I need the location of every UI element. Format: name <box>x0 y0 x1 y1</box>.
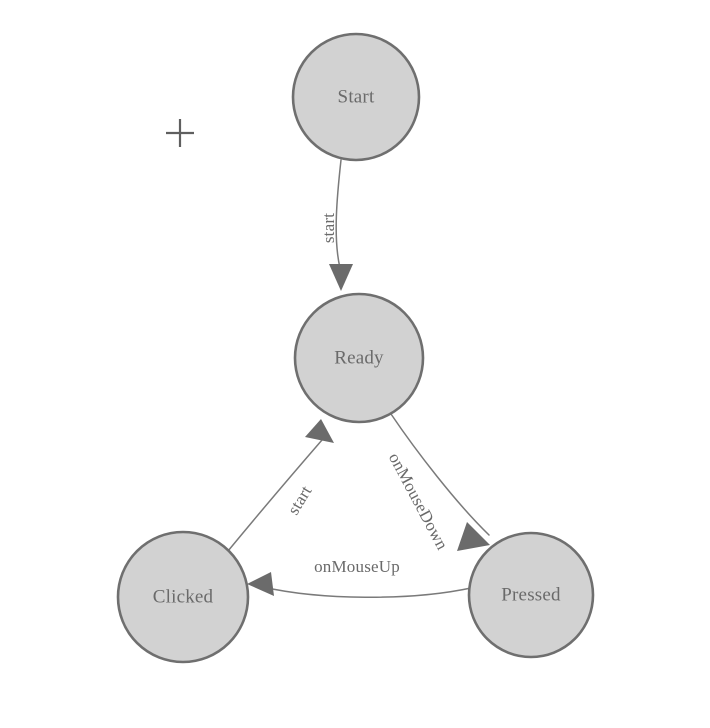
node-clicked-circle[interactable] <box>116 530 250 664</box>
node-start-circle[interactable] <box>291 32 421 162</box>
edge-path-ready-to-pressed[interactable] <box>390 413 490 536</box>
node-start-label: Start <box>338 86 375 107</box>
edge-label-pressed-to-clicked: onMouseUp <box>314 557 400 576</box>
arrowhead-into-pressed <box>457 522 490 551</box>
node-ready-circle[interactable] <box>293 292 425 424</box>
edge-start-to-ready[interactable] <box>329 159 353 291</box>
node-start[interactable]: Start <box>291 32 421 162</box>
node-pressed[interactable]: Pressed <box>467 531 595 659</box>
arrowhead-into-ready-bottom <box>305 419 334 443</box>
arrowhead-into-clicked <box>247 572 274 596</box>
edge-label-ready-to-pressed: onMouseDown <box>385 450 452 554</box>
node-pressed-circle[interactable] <box>467 531 595 659</box>
edge-ready-to-pressed[interactable] <box>390 413 490 551</box>
edge-path-pressed-to-clicked[interactable] <box>262 586 472 599</box>
crosshair-icon[interactable] <box>166 119 194 147</box>
edge-path-start-to-ready[interactable] <box>335 159 342 269</box>
node-ready[interactable]: Ready <box>293 292 425 424</box>
edge-label-start-to-ready: start <box>319 213 338 243</box>
edge-clicked-to-ready[interactable] <box>227 419 334 552</box>
node-clicked[interactable]: Clicked <box>116 530 250 664</box>
node-clicked-label: Clicked <box>153 586 214 607</box>
edge-path-clicked-to-ready[interactable] <box>227 439 323 552</box>
arrowhead-into-ready-top <box>329 264 353 291</box>
edge-label-clicked-to-ready: start <box>284 482 316 518</box>
node-ready-label: Ready <box>334 347 384 368</box>
node-pressed-label: Pressed <box>501 584 561 605</box>
edge-pressed-to-clicked[interactable] <box>247 572 472 599</box>
